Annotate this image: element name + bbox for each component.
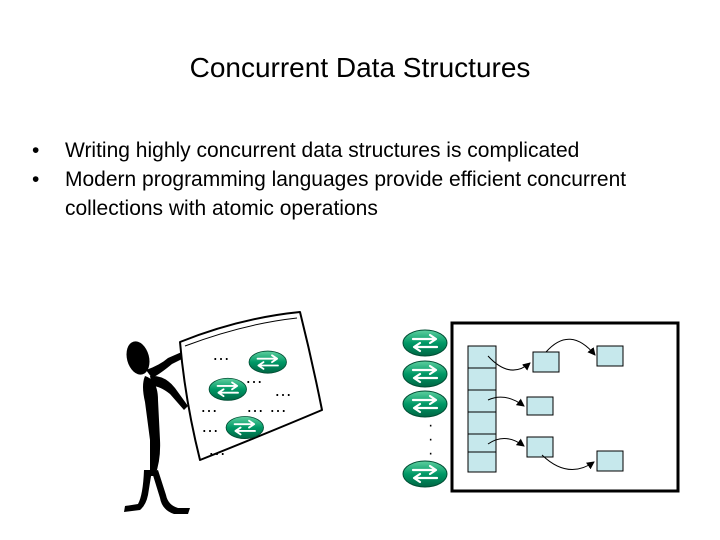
bullet-marker: •	[32, 168, 40, 191]
concurrent-collection	[450, 321, 680, 493]
bullet-item-1: • Writing highly concurrent data structu…	[30, 136, 700, 165]
sheet-ellipsis: …	[208, 439, 226, 459]
double-arrow-icon	[401, 459, 449, 489]
bullet-text: Writing highly concurrent data structure…	[65, 139, 580, 162]
bullet-marker: •	[32, 139, 40, 162]
list-nodes	[526, 345, 624, 472]
double-arrow-icon	[225, 415, 265, 440]
sheet-ellipsis: … …	[246, 396, 287, 416]
bullet-text: Modern programming languages provide eff…	[65, 168, 627, 220]
bullet-list: • Writing highly concurrent data structu…	[30, 136, 700, 223]
sketch-sheet: … … … … … … … …	[179, 311, 323, 461]
thread-ellipsis-dot: ·	[428, 445, 433, 462]
double-arrow-icon	[401, 328, 449, 358]
sheet-ellipsis: …	[201, 416, 219, 436]
sheet-ellipsis: …	[212, 344, 230, 364]
link-arrows	[487, 338, 596, 470]
thread-column: · · ·	[401, 328, 449, 489]
double-arrow-icon	[401, 359, 449, 389]
thread-ellipsis-dot: ·	[428, 431, 433, 448]
slide-title: Concurrent Data Structures	[189, 52, 531, 83]
sheet-ellipsis: …	[274, 380, 292, 400]
double-arrow-icon	[401, 389, 449, 419]
sheet-ellipsis: …	[200, 396, 218, 416]
sheet-ellipsis: …	[245, 367, 263, 387]
bullet-item-2: • Modern programming languages provide e…	[30, 165, 700, 223]
bucket-array	[467, 345, 497, 473]
stick-figure-icon	[124, 341, 202, 514]
thread-ellipsis-dot: ·	[428, 417, 433, 434]
